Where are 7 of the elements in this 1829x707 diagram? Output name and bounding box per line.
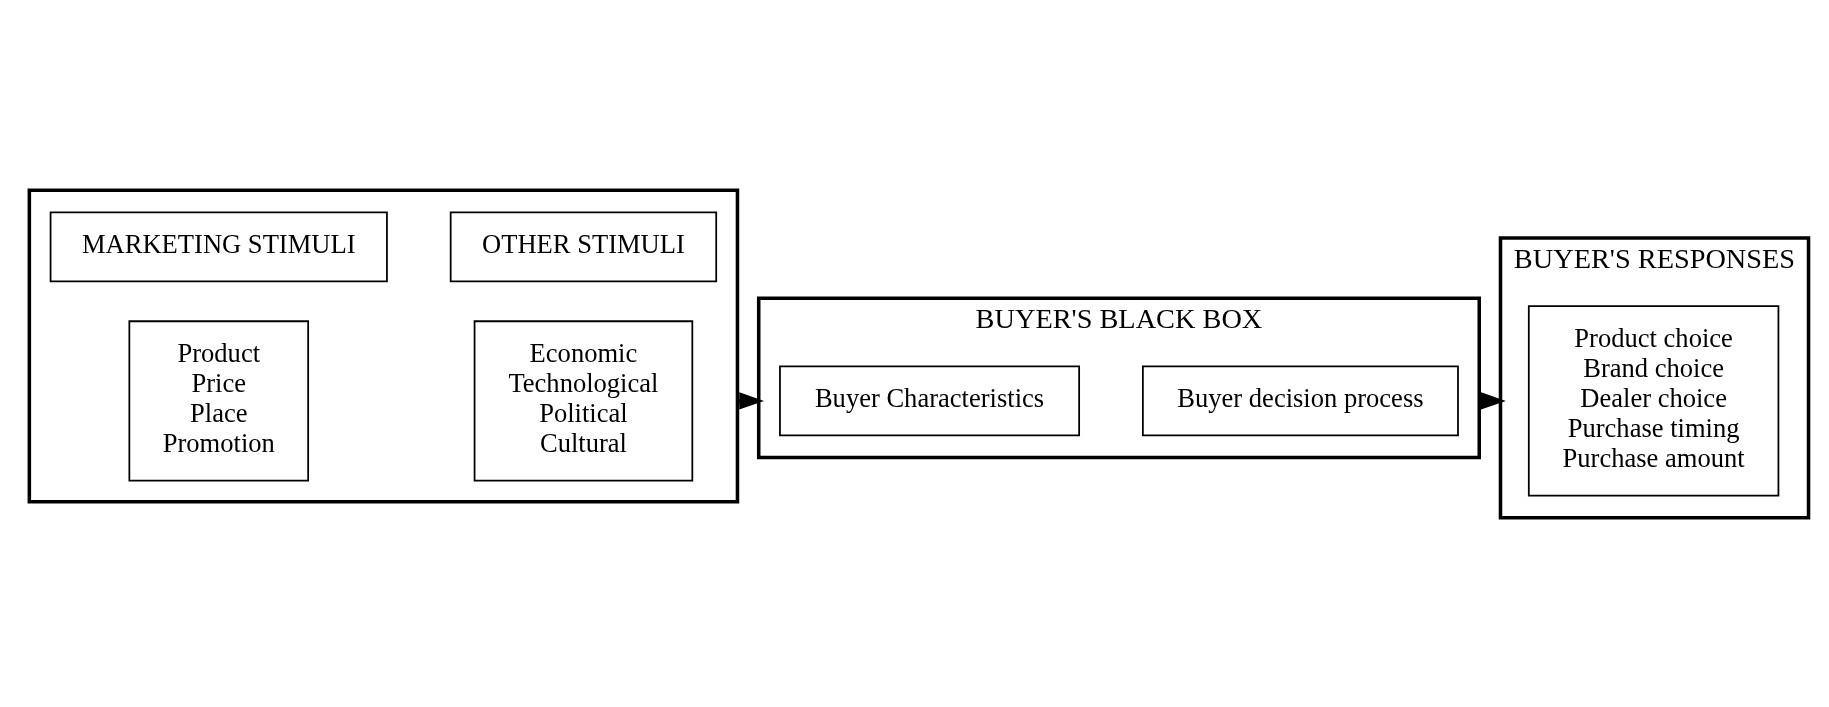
node-box: Buyer Characteristics <box>779 365 1081 436</box>
node-box: Buyer decision process <box>1142 365 1459 436</box>
node-box: Product Price Place Promotion <box>128 319 310 481</box>
node-box: Economic Technological Political Cultural <box>473 319 694 481</box>
node-box: OTHER STIMULI <box>449 211 718 282</box>
node-box: MARKETING STIMULI <box>49 211 388 282</box>
node-box: Product choice Brand choice Dealer choice Purchase timing Purchase amount <box>1527 304 1780 496</box>
